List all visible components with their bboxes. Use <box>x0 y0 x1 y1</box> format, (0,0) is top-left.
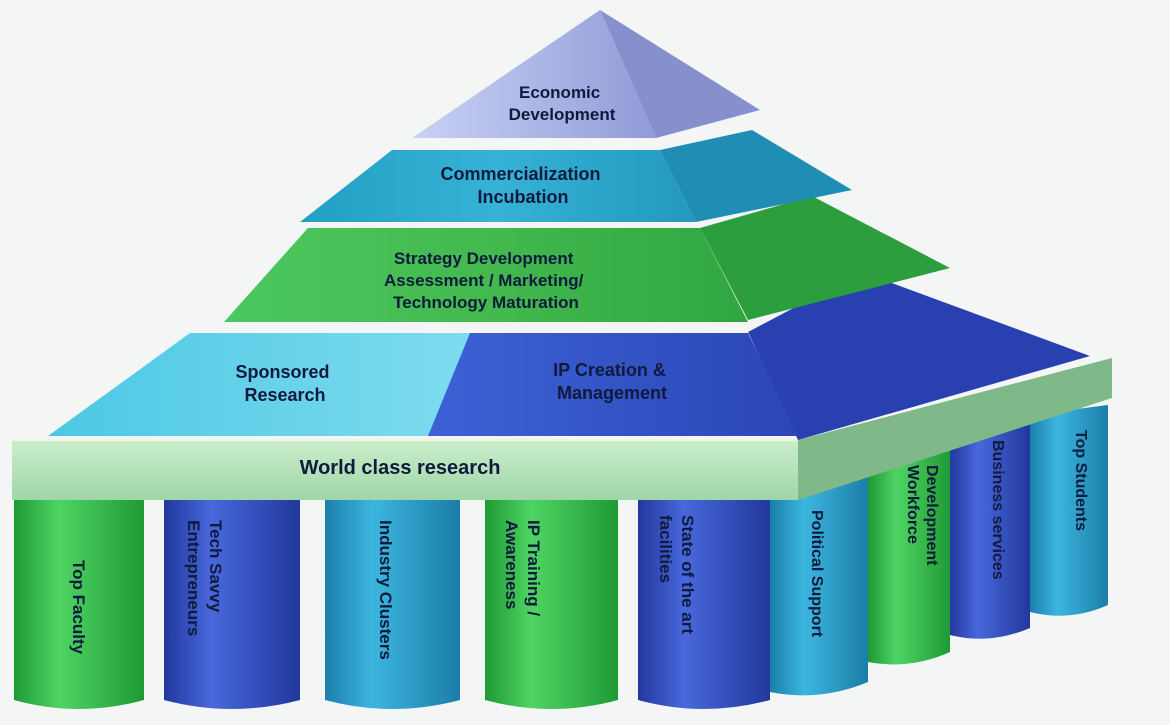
slab-side <box>798 358 1112 500</box>
slab-label: World class research <box>300 457 501 479</box>
world-class-research-slab: World class research <box>12 358 1112 500</box>
pyramid-base-level: Sponsored Research IP Creation & Managem… <box>48 272 1090 440</box>
pillar-label: Tech Savvy Entrepreneurs <box>184 520 225 636</box>
base-right-label: IP Creation & Management <box>553 360 671 403</box>
pillar-ip-training: IP Training / Awareness <box>485 496 618 709</box>
base-right-side-face <box>748 272 1090 440</box>
tier-line: Commercialization <box>440 164 600 184</box>
base-left-line: Research <box>244 385 325 405</box>
base-right-line: IP Creation & <box>553 360 666 380</box>
tier-side-face <box>700 196 950 320</box>
pillar-tech-savvy-entrepreneurs: Tech Savvy Entrepreneurs <box>164 496 300 709</box>
slab-front <box>12 440 798 500</box>
tier-line: Technology Maturation <box>393 293 579 312</box>
pillars-group: Top Students Business services Workforce… <box>14 405 1108 709</box>
pyramid-tier-strategy: Strategy Development Assessment / Market… <box>224 196 950 322</box>
tier-front-face <box>300 150 696 222</box>
pillar-label: Business services <box>989 440 1006 580</box>
pillar-line: Business services <box>989 440 1006 580</box>
tier-line: Strategy Development <box>394 249 574 268</box>
ip-creation-management-block: IP Creation & Management <box>428 333 798 436</box>
pillar-line: State of the art <box>678 515 697 634</box>
pillar-top-students: Top Students <box>1030 405 1108 616</box>
pillar-label: Top Students <box>1072 430 1089 531</box>
pyramid-tier-commercialization: Commercialization Incubation <box>300 130 852 222</box>
pillar-line: Entrepreneurs <box>184 520 203 636</box>
pyramid-tier-top: Economic Development <box>412 10 760 138</box>
tier-line: Economic <box>519 83 600 102</box>
pillar-workforce-development: Workforce Development <box>868 428 950 665</box>
pillar-industry-clusters: Industry Clusters <box>325 496 460 709</box>
tier-line: Development <box>509 105 616 124</box>
pillar-line: Top Faculty <box>69 560 88 655</box>
pillar-line: Development <box>923 465 940 566</box>
pillar-line: Tech Savvy <box>206 520 225 613</box>
pillar-line: Industry Clusters <box>376 520 395 660</box>
tier-front-face <box>224 228 748 322</box>
tier-label: Economic Development <box>509 83 616 124</box>
pillar-line: facilities <box>656 515 675 583</box>
tier-side-face <box>660 130 852 222</box>
pillar-state-of-the-art-facilities: State of the art facilities <box>638 490 770 709</box>
pillar-business-services: Business services <box>950 415 1030 639</box>
pillar-line: Top Students <box>1072 430 1089 531</box>
base-left-line: Sponsored <box>235 362 329 382</box>
tier-front-face <box>412 10 656 138</box>
pillar-label: State of the art facilities <box>656 515 697 639</box>
pillar-label: IP Training / Awareness <box>502 520 543 621</box>
tier-line: Incubation <box>478 187 569 207</box>
tier-label: Commercialization Incubation <box>440 164 605 207</box>
pillar-political-support: Political Support <box>770 455 868 696</box>
pillar-label: Industry Clusters <box>376 520 395 660</box>
pillar-line: Political Support <box>808 510 825 638</box>
tier-side-face <box>600 10 760 138</box>
pillar-line: Awareness <box>502 520 521 609</box>
pillar-top-faculty: Top Faculty <box>14 496 144 709</box>
pillar-line: Workforce <box>904 465 921 544</box>
pillar-line: IP Training / <box>524 520 543 616</box>
pillar-label: Workforce Development <box>904 465 940 566</box>
pillar-label: Top Faculty <box>69 560 88 655</box>
tier-label: Strategy Development Assessment / Market… <box>384 249 588 312</box>
tier-line: Assessment / Marketing/ <box>384 271 584 290</box>
base-left-label: Sponsored Research <box>235 362 334 405</box>
sponsored-research-block: Sponsored Research <box>48 333 470 436</box>
base-right-line: Management <box>557 383 667 403</box>
pillar-label: Political Support <box>808 510 825 638</box>
